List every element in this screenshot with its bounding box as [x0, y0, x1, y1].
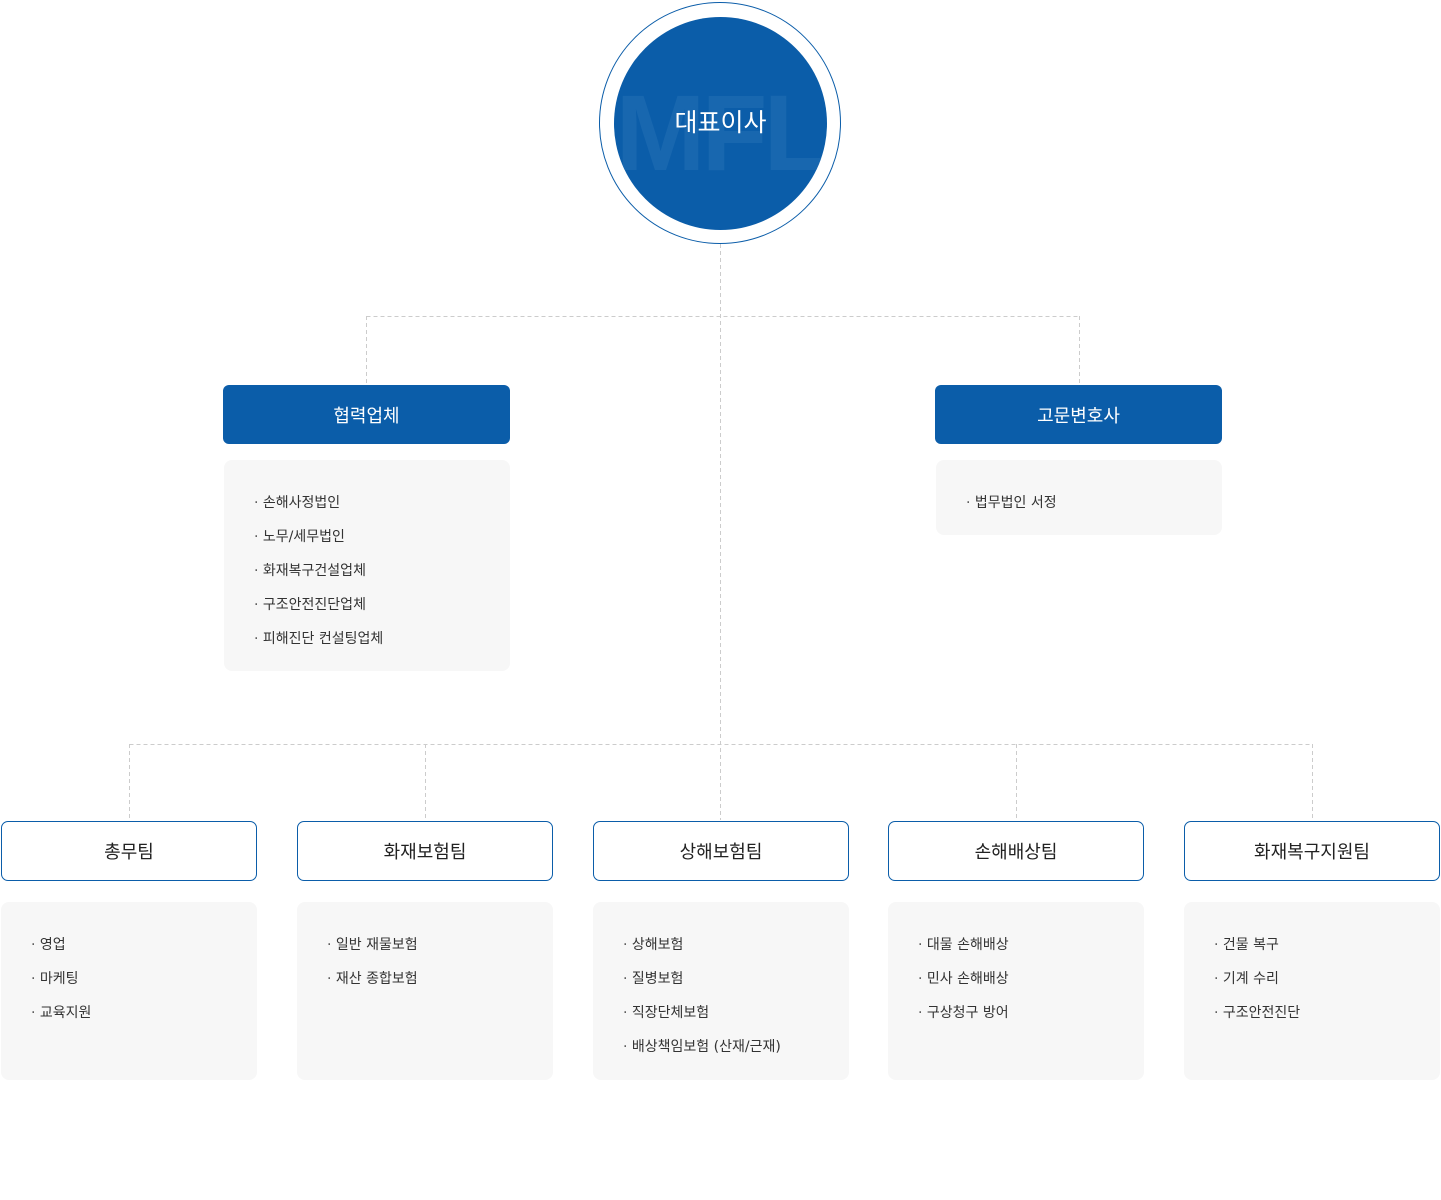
detail-item: 기계 수리	[1214, 962, 1440, 996]
team-damages-box: 손해배상팀	[888, 821, 1144, 881]
detail-item: 일반 재물보험	[327, 928, 553, 962]
team-general-affairs-detail: 영업 마케팅 교육지원	[1, 902, 257, 1080]
detail-item: 상해보험	[623, 928, 849, 962]
detail-item: 배상책임보험 (산재/근재)	[623, 1030, 849, 1064]
advisory-lawyer-box: 고문변호사	[935, 385, 1222, 444]
detail-item: 질병보험	[623, 962, 849, 996]
advisory-lawyer-detail: 법무법인 서정	[936, 460, 1222, 535]
detail-item: 건물 복구	[1214, 928, 1440, 962]
team-injury-insurance-box: 상해보험팀	[593, 821, 849, 881]
detail-item: 법무법인 서정	[966, 486, 1222, 520]
detail-item: 노무/세무법인	[254, 520, 510, 554]
team-general-affairs-box: 총무팀	[1, 821, 257, 881]
team-fire-insurance-detail: 일반 재물보험 재산 종합보험	[297, 902, 553, 1080]
detail-item: 화재복구건설업체	[254, 554, 510, 588]
detail-item: 영업	[31, 928, 257, 962]
detail-item: 교육지원	[31, 996, 257, 1030]
detail-item: 대물 손해배상	[918, 928, 1144, 962]
team-fire-recovery-detail: 건물 복구 기계 수리 구조안전진단	[1184, 902, 1440, 1080]
team-damages-detail: 대물 손해배상 민사 손해배상 구상청구 방어	[888, 902, 1144, 1080]
detail-item: 구조안전진단업체	[254, 588, 510, 622]
detail-item: 마케팅	[31, 962, 257, 996]
team-fire-recovery-box: 화재복구지원팀	[1184, 821, 1440, 881]
ceo-node: MFL 대표이사	[614, 17, 827, 230]
detail-item: 손해사정법인	[254, 486, 510, 520]
advisory-partners-detail: 손해사정법인 노무/세무법인 화재복구건설업체 구조안전진단업체 피해진단 컨설…	[224, 460, 510, 671]
advisory-partners-label: 협력업체	[333, 405, 400, 427]
ceo-title: 대표이사	[674, 108, 767, 137]
team-fire-insurance-box: 화재보험팀	[297, 821, 553, 881]
detail-item: 피해진단 컨설팅업체	[254, 622, 510, 656]
team-injury-insurance-detail: 상해보험 질병보험 직장단체보험 배상책임보험 (산재/근재)	[593, 902, 849, 1080]
team-label: 손해배상팀	[974, 842, 1058, 863]
detail-item: 민사 손해배상	[918, 962, 1144, 996]
advisory-lawyer-label: 고문변호사	[1037, 405, 1120, 427]
detail-item: 재산 종합보험	[327, 962, 553, 996]
detail-item: 직장단체보험	[623, 996, 849, 1030]
detail-item: 구조안전진단	[1214, 996, 1440, 1030]
ceo-logo-watermark: MFL	[615, 72, 827, 193]
team-label: 총무팀	[104, 842, 154, 863]
team-label: 상해보험팀	[679, 842, 763, 863]
team-label: 화재복구지원팀	[1254, 842, 1370, 863]
detail-item: 구상청구 방어	[918, 996, 1144, 1030]
advisory-partners-box: 협력업체	[223, 385, 510, 444]
team-label: 화재보험팀	[383, 842, 467, 863]
